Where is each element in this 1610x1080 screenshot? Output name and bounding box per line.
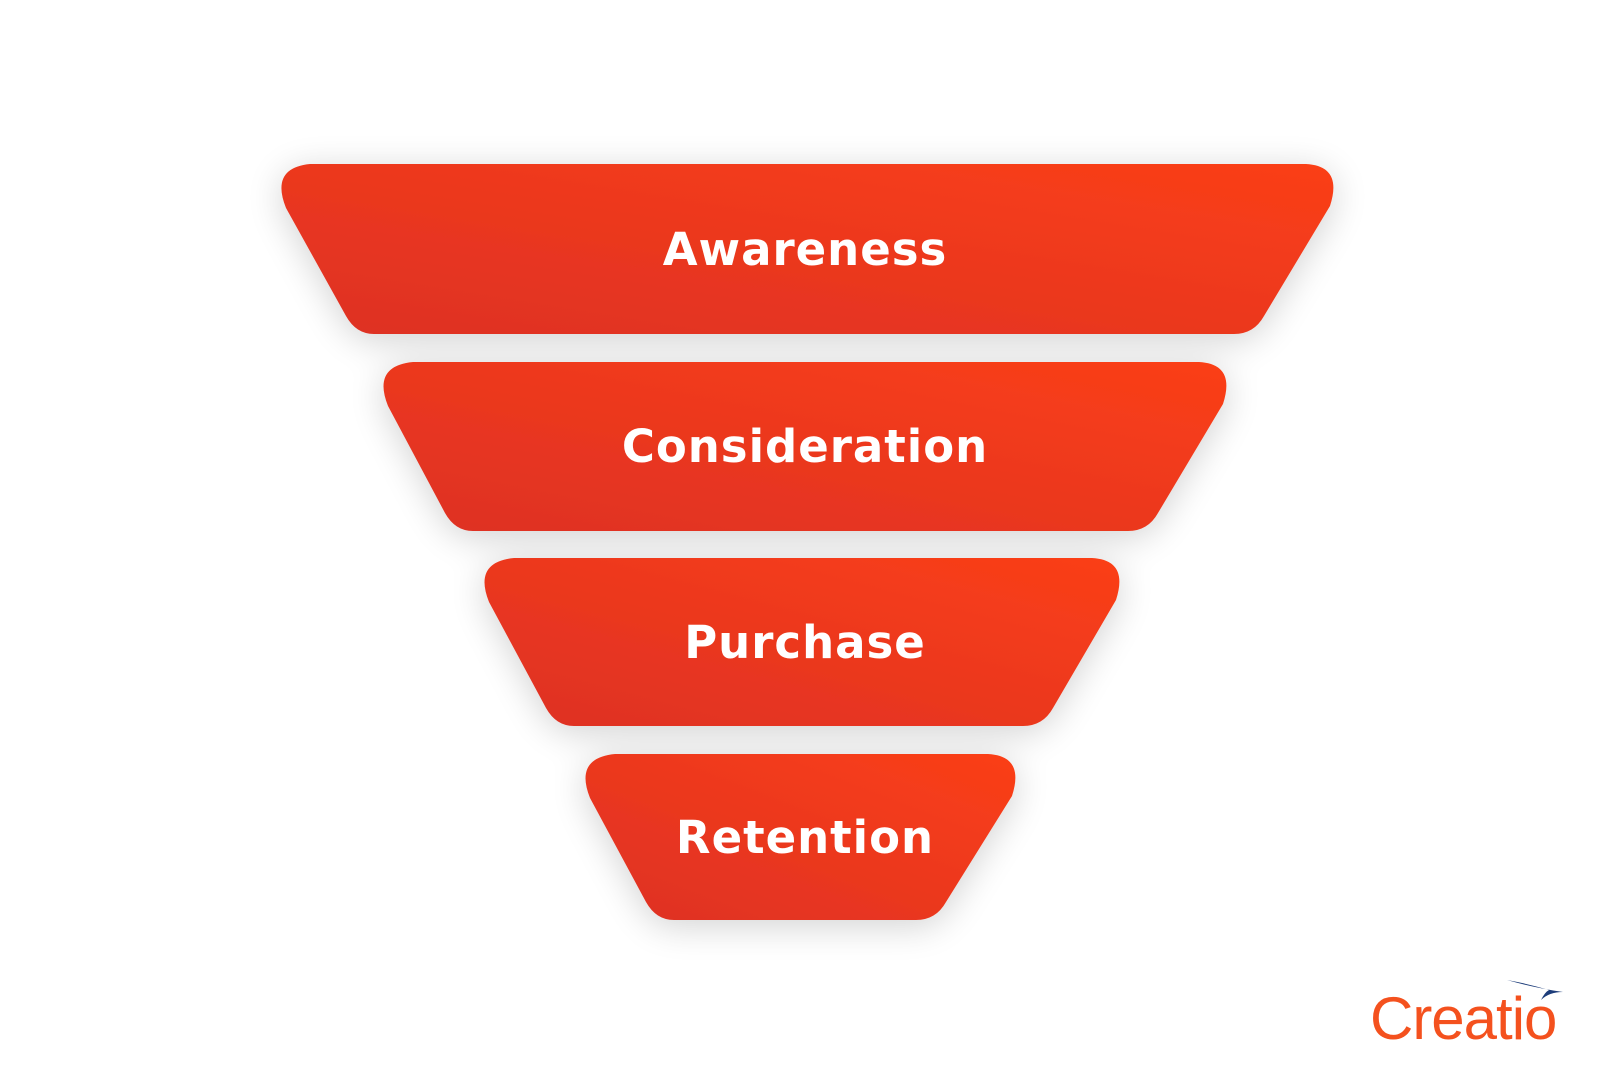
- creatio-logo: Creatio: [1370, 978, 1590, 1052]
- funnel-stage-purchase-label: Purchase: [684, 616, 926, 669]
- funnel-stage-awareness-shape: [281, 164, 1334, 334]
- funnel-stage-retention-shape: [585, 754, 1016, 920]
- funnel-stage-purchase-shape: [484, 558, 1120, 726]
- funnel-stage-awareness-label: Awareness: [662, 223, 948, 276]
- funnel-stage-consideration-label: Consideration: [621, 420, 989, 473]
- funnel-stage-retention-label: Retention: [675, 811, 935, 864]
- logo-wordmark: Creatio: [1370, 985, 1557, 1052]
- funnel-stage-consideration-shape: [383, 362, 1227, 531]
